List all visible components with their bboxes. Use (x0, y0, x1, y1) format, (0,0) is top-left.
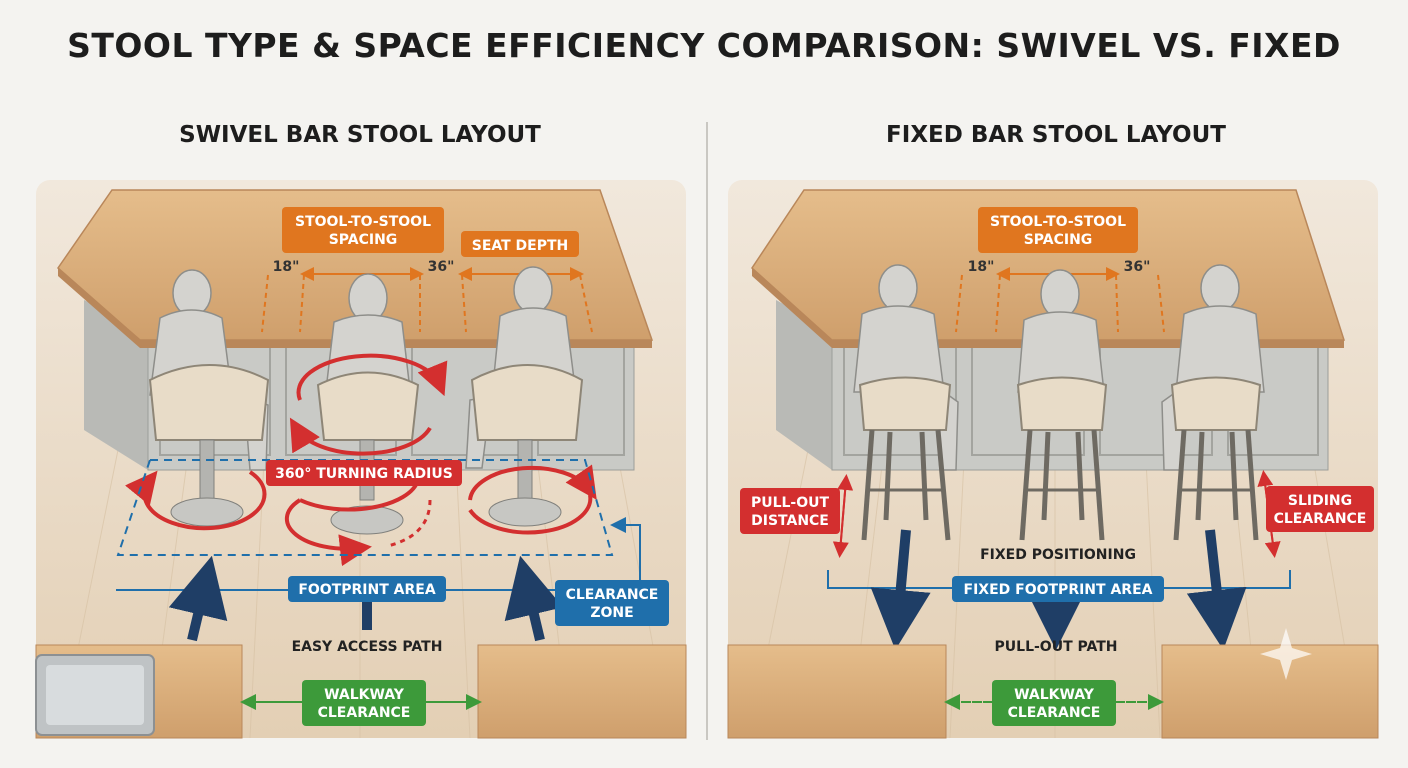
svg-text:STOOL-TO-STOOL: STOOL-TO-STOOL (295, 214, 431, 230)
seated-person-right (1161, 264, 1265, 471)
svg-text:FIXED FOOTPRINT AREA: FIXED FOOTPRINT AREA (964, 582, 1153, 598)
panel-divider (706, 122, 708, 740)
lower-counter-left (727, 644, 947, 739)
seat-depth-label: SEAT DEPTH (461, 231, 579, 257)
swivel-spacing-label: STOOL-TO-STOOL SPACING (282, 207, 444, 253)
lower-counter-left (35, 644, 243, 739)
lower-counter-right (1161, 644, 1379, 739)
seated-person-middle (1017, 269, 1105, 393)
pullout-path-label: PULL-OUT PATH (995, 639, 1118, 655)
countertop-edge (58, 268, 652, 348)
svg-text:CLEARANCE: CLEARANCE (318, 705, 411, 721)
svg-text:DISTANCE: DISTANCE (751, 513, 829, 529)
fixed-positioning-label: FIXED POSITIONING (980, 547, 1136, 563)
spacing-guides (261, 274, 593, 333)
access-path-arrows (168, 555, 564, 642)
fixed-stool-right (1170, 376, 1262, 541)
turning-radius-label: 360° TURNING RADIUS (266, 460, 462, 486)
fixed-dim-36: 36" (1124, 259, 1151, 275)
seated-person-middle (325, 273, 411, 391)
island-side (776, 300, 832, 470)
svg-text:FOOTPRINT AREA: FOOTPRINT AREA (298, 582, 435, 598)
fixed-spacing-label: STOOL-TO-STOOL SPACING (978, 207, 1138, 253)
access-path-label: EASY ACCESS PATH (292, 639, 443, 655)
countertop-edge (752, 268, 1344, 348)
svg-text:PULL-OUT: PULL-OUT (751, 495, 830, 511)
swivel-dim-36: 36" (428, 259, 455, 275)
svg-text:WALKWAY: WALKWAY (324, 687, 405, 703)
fixed-panel-title: FIXED BAR STOOL LAYOUT (886, 122, 1226, 148)
svg-text:SPACING: SPACING (1024, 232, 1093, 248)
main-title: STOOL TYPE & SPACE EFFICIENCY COMPARISON… (67, 26, 1341, 65)
svg-text:360° TURNING RADIUS: 360° TURNING RADIUS (275, 466, 453, 482)
svg-text:CLEARANCE: CLEARANCE (1274, 511, 1367, 527)
fixed-scene (727, 180, 1379, 739)
pullout-path-arrows (870, 529, 1247, 650)
clearance-zone-label: CLEARANCE ZONE (555, 580, 669, 626)
swivel-stool-left (148, 364, 270, 527)
svg-text:WALKWAY: WALKWAY (1014, 687, 1095, 703)
fixed-stool-left (858, 376, 952, 541)
svg-text:SPACING: SPACING (329, 232, 398, 248)
swivel-panel-title: SWIVEL BAR STOOL LAYOUT (179, 122, 541, 148)
svg-text:SEAT DEPTH: SEAT DEPTH (472, 238, 569, 254)
sparkle-icon (1260, 628, 1312, 680)
sliding-clearance-label: SLIDING CLEARANCE (1266, 486, 1374, 532)
svg-text:SLIDING: SLIDING (1288, 493, 1352, 509)
turning-radius-arcs (124, 353, 597, 567)
fixed-dim-18: 18" (968, 259, 995, 275)
fixed-footprint-label: FIXED FOOTPRINT AREA (952, 576, 1164, 602)
footprint-outline (116, 459, 614, 556)
svg-text:CLEARANCE: CLEARANCE (1008, 705, 1101, 721)
footprint-area-label: FOOTPRINT AREA (288, 576, 446, 602)
fixed-stool-middle (1016, 376, 1108, 541)
swivel-dim-18: 18" (273, 259, 300, 275)
island-side (84, 300, 148, 470)
pullout-distance-label: PULL-OUT DISTANCE (740, 488, 840, 534)
swivel-scene (35, 180, 687, 739)
svg-text:ZONE: ZONE (590, 605, 633, 621)
spacing-guides (955, 274, 1165, 333)
lower-counter-right (477, 644, 687, 739)
swivel-walkway-label: WALKWAY CLEARANCE (302, 680, 426, 726)
svg-text:STOOL-TO-STOOL: STOOL-TO-STOOL (990, 214, 1126, 230)
svg-text:CLEARANCE: CLEARANCE (566, 587, 659, 603)
fixed-walkway-label: WALKWAY CLEARANCE (992, 680, 1116, 726)
